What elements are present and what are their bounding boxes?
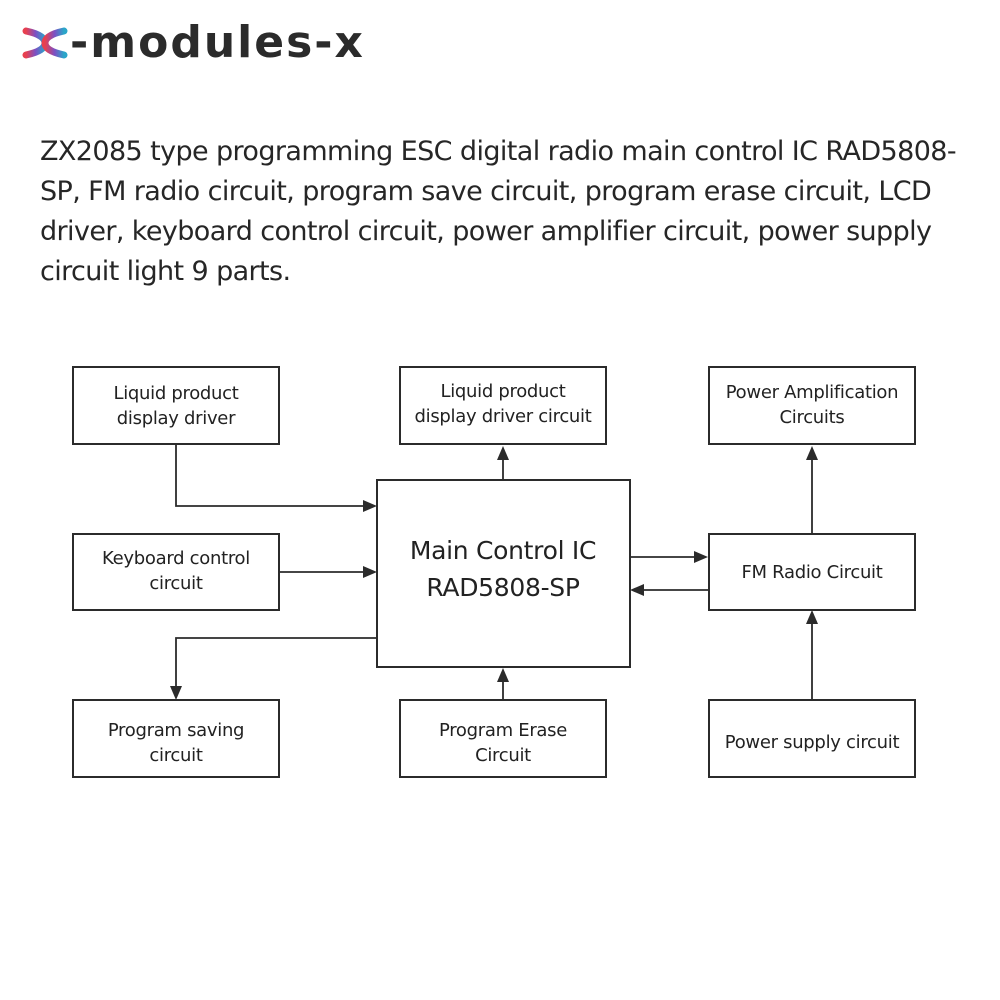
arrow-head [170, 686, 182, 700]
wire-main-to-program-saving [175, 637, 377, 688]
block-label: Liquid product [113, 383, 238, 404]
block-program-erase: Program Erase Circuit [399, 699, 607, 778]
block-label: Keyboard control [102, 548, 250, 569]
block-power-supply: Power supply circuit [708, 699, 916, 778]
block-label: circuit [149, 573, 202, 594]
block-label: Power Amplification [726, 382, 898, 403]
block-label: RAD5808-SP [426, 573, 580, 602]
arrow-head [630, 584, 644, 596]
block-label: display driver [117, 408, 236, 429]
block-label: Main Control IC [410, 536, 596, 565]
block-label: Program saving [108, 720, 244, 741]
wire-lcd-driver-to-main [175, 444, 365, 507]
arrow-head [363, 566, 377, 578]
block-fm-radio: FM Radio Circuit [708, 533, 916, 611]
block-lcd-driver: Liquid product display driver [72, 366, 280, 445]
brand-logo: -modules-x [20, 18, 365, 68]
arrow-head [497, 446, 509, 460]
block-label: Program Erase [439, 720, 567, 741]
arrow-head [694, 551, 708, 563]
block-label: display driver circuit [415, 406, 592, 427]
block-program-saving: Program saving circuit [72, 699, 280, 778]
block-label: Circuits [780, 407, 845, 428]
arrow-head [497, 668, 509, 682]
block-label: Circuit [475, 745, 531, 766]
block-main-control-ic: Main Control IC RAD5808-SP [376, 479, 631, 668]
block-label: circuit [149, 745, 202, 766]
arrow-head [806, 610, 818, 624]
block-lcd-driver-circuit: Liquid product display driver circuit [399, 366, 607, 445]
brand-name: -modules-x [70, 17, 365, 68]
connections [170, 444, 818, 700]
block-keyboard-control: Keyboard control circuit [72, 533, 280, 611]
block-label: Liquid product [440, 381, 565, 402]
product-description: ZX2085 type programming ESC digital radi… [40, 136, 957, 287]
block-power-amplification: Power Amplification Circuits [708, 366, 916, 445]
block-label: Power supply circuit [725, 732, 900, 753]
x-logo-icon [22, 27, 68, 59]
block-label: FM Radio Circuit [741, 562, 882, 583]
arrow-head [363, 500, 377, 512]
arrow-head [806, 446, 818, 460]
